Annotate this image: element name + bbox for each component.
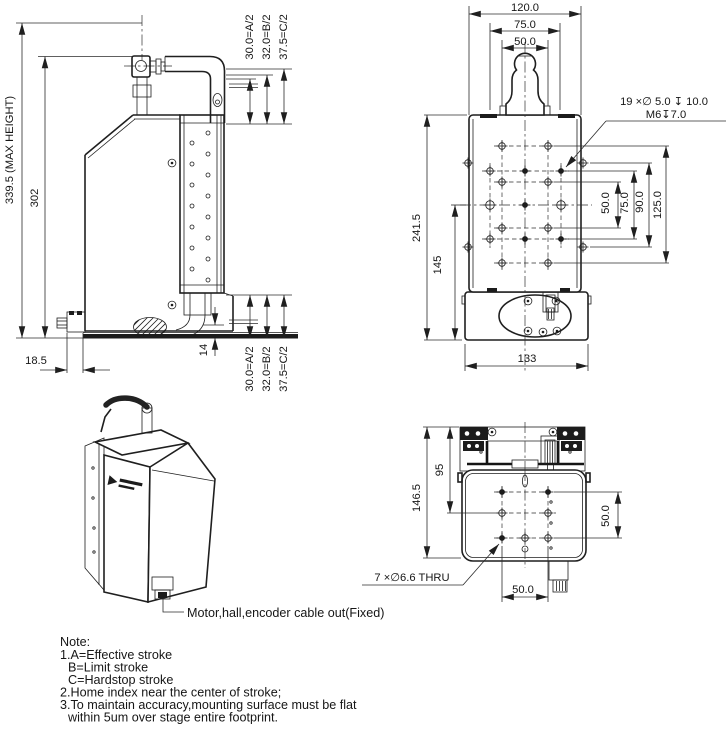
iso-side-face (147, 441, 216, 604)
cable-connector (548, 560, 569, 593)
dim-146-5: 146.5 (411, 484, 423, 512)
stroke-dims-lower: 30.0=A/2 32.0=B/2 37.5=C/2 (226, 294, 292, 392)
dim-span-75: 75.0 (619, 192, 631, 214)
dim-bottom-50: 50.0 (512, 584, 534, 596)
dim-stroke-c-bottom: 37.5=C/2 (278, 346, 290, 392)
dim-max-height: 339.5 (MAX HEIGHT) (4, 96, 16, 204)
body-screw (167, 300, 177, 310)
dim-145: 145 (432, 256, 444, 275)
hole-callout: 19 ×∅ 5.0 ↧ 10.0 M6↧7.0 (565, 96, 726, 168)
dim-120: 120.0 (511, 2, 539, 14)
body-screw (167, 158, 177, 168)
dim-stroke-b-bottom: 32.0=B/2 (261, 346, 273, 391)
dim-50: 50.0 (514, 36, 536, 48)
rail-holes (189, 130, 211, 283)
dim-stroke-a-bottom: 30.0=A/2 (244, 346, 256, 391)
note-line-2: B=Limit stroke (68, 661, 148, 675)
top-plan-view: 120.0 75.0 50.0 241.5 145 50.0 75.0 90.0… (411, 2, 726, 372)
note-line-3: C=Hardstop stroke (68, 673, 173, 687)
hole-callout-line1: 19 ×∅ 5.0 ↧ 10.0 (620, 96, 708, 108)
base-plate (83, 332, 298, 339)
limit-connector (56, 311, 86, 333)
dim-18-5: 18.5 (25, 355, 47, 367)
cable-elbow-fitting (131, 55, 166, 78)
note-line-1: 1.A=Effective stroke (60, 648, 172, 662)
stage-body-side (84, 114, 234, 332)
linear-rail (179, 114, 225, 294)
stroke-dims-upper: 30.0=A/2 32.0=B/2 37.5=C/2 (226, 14, 292, 125)
dim-75: 75.0 (514, 19, 536, 31)
notes-block: Note: 1.A=Effective stroke B=Limit strok… (60, 635, 357, 725)
cable-arm (164, 55, 226, 123)
motor-cover (498, 291, 572, 338)
stage-base-top (464, 291, 589, 341)
dim-span-50: 50.0 (600, 192, 612, 214)
iso-rail-panel (84, 437, 105, 592)
dim-14: 14 (198, 344, 210, 356)
cable-out-label: Motor,hall,encoder cable out(Fixed) (187, 606, 384, 620)
vertical-pipe (132, 77, 152, 115)
iso-cable-connector (151, 576, 174, 600)
dim-stroke-a-top: 30.0=A/2 (244, 14, 256, 59)
stage-base-bottom (461, 469, 587, 562)
dim-133: 133 (518, 353, 537, 365)
note-line-4: 2.Home index near the center of stroke; (60, 686, 281, 700)
bottom-view: 146.5 95 50.0 50.0 7 ×∅6.6 THRU (362, 422, 622, 602)
connector-pocket (540, 435, 560, 471)
dim-302: 302 (29, 189, 41, 208)
thru-callout: 7 ×∅6.6 THRU (362, 543, 500, 586)
dim-241-5: 241.5 (411, 214, 423, 242)
dim-span-125: 125.0 (652, 191, 664, 219)
dim-right-50: 50.0 (600, 505, 612, 527)
note-line-5: 3.To maintain accuracy,mounting surface … (60, 698, 357, 712)
isometric-view: Motor,hall,encoder cable out(Fixed) (84, 395, 384, 620)
thru-callout-text: 7 ×∅6.6 THRU (374, 572, 449, 584)
note-line-6: within 5um over stage entire footprint. (67, 711, 278, 725)
thru-hole-grid (496, 486, 554, 553)
dim-stroke-b-top: 32.0=B/2 (261, 14, 273, 59)
dim-span-90: 90.0 (634, 191, 646, 213)
iso-handle (100, 395, 153, 434)
hole-callout-line2: M6↧7.0 (646, 109, 686, 121)
side-elevation-view: 339.5 (MAX HEIGHT) 302 18.5 14 30.0=A/2 … (4, 14, 298, 392)
brand-logo (107, 475, 143, 491)
dim-stroke-c-top: 37.5=C/2 (278, 14, 290, 60)
dim-95: 95 (434, 464, 446, 476)
note-title: Note: (60, 635, 90, 649)
